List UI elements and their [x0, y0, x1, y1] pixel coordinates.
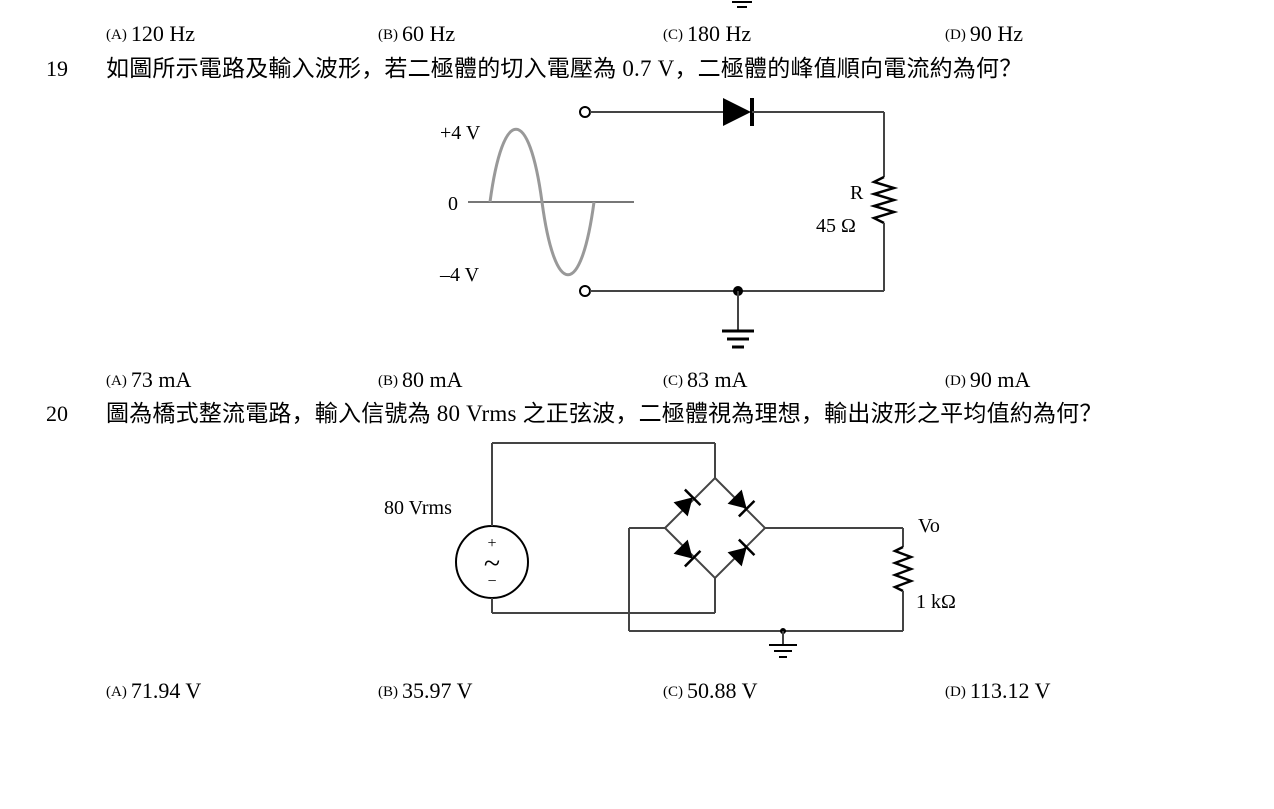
q18-option-a[interactable]: (A)120 Hz [106, 21, 195, 46]
diode-symbol [723, 98, 751, 126]
ac-source-plus: + [487, 535, 496, 552]
q19-number: 19 [46, 56, 68, 81]
bridge-diamond [663, 476, 767, 580]
q18-option-c[interactable]: (C)180 Hz [663, 21, 752, 46]
q19-option-b[interactable]: (B)80 mA [378, 367, 463, 392]
label-plus-4v: +4 V [440, 122, 481, 144]
q19-option-c[interactable]: (C)83 mA [663, 367, 748, 392]
resistor-r-name: R [850, 182, 864, 204]
q19-option-d[interactable]: (D)90 mA [945, 367, 1031, 392]
q18-option-b[interactable]: (B)60 Hz [378, 21, 456, 46]
load-resistor-symbol [891, 545, 915, 593]
q20-option-b[interactable]: (B)35.97 V [378, 678, 473, 703]
q19-circuit-figure: +4 V 0 –4 V R 45 Ω [439, 98, 899, 349]
q20-option-c[interactable]: (C)50.88 V [663, 678, 758, 703]
label-zero: 0 [448, 193, 458, 215]
ac-source-minus: − [487, 573, 496, 590]
ground-symbol [722, 329, 754, 349]
q20-question-text: 圖為橋式整流電路，輸入信號為 80 Vrms 之正弦波，二極體視為理想，輸出波形… [106, 401, 1103, 426]
resistor-r-symbol [869, 175, 899, 225]
label-minus-4v: –4 V [439, 264, 480, 286]
input-terminal-bottom [579, 285, 591, 297]
resistor-r-value: 45 Ω [816, 215, 856, 237]
ac-source-tilde: ~ [484, 547, 500, 580]
q20-option-a[interactable]: (A)71.94 V [106, 678, 202, 703]
load-resistor-value: 1 kΩ [916, 591, 956, 613]
q20-option-d[interactable]: (D)113.12 V [945, 678, 1051, 703]
bridge-diode-2 [727, 489, 756, 518]
bridge-diode-4 [727, 538, 756, 567]
ac-source-label: 80 Vrms [384, 497, 452, 519]
q19-question-text: 如圖所示電路及輸入波形，若二極體的切入電壓為 0.7 V，二極體的峰值順向電流約… [106, 56, 1023, 81]
q20-bridge-rectifier-figure: + ~ − 80 Vrms Vo 1 kΩ [384, 442, 956, 658]
q19-option-a[interactable]: (A)73 mA [106, 367, 192, 392]
bridge-diode-3 [673, 539, 702, 568]
sine-waveform [488, 128, 596, 276]
vo-label: Vo [918, 515, 940, 537]
bridge-diode-1 [673, 488, 702, 517]
q18-option-d[interactable]: (D)90 Hz [945, 21, 1023, 46]
input-terminal-top [579, 106, 591, 118]
ground-symbol [769, 644, 797, 658]
ground-symbol-partial [732, 1, 752, 8]
q20-number: 20 [46, 401, 68, 426]
